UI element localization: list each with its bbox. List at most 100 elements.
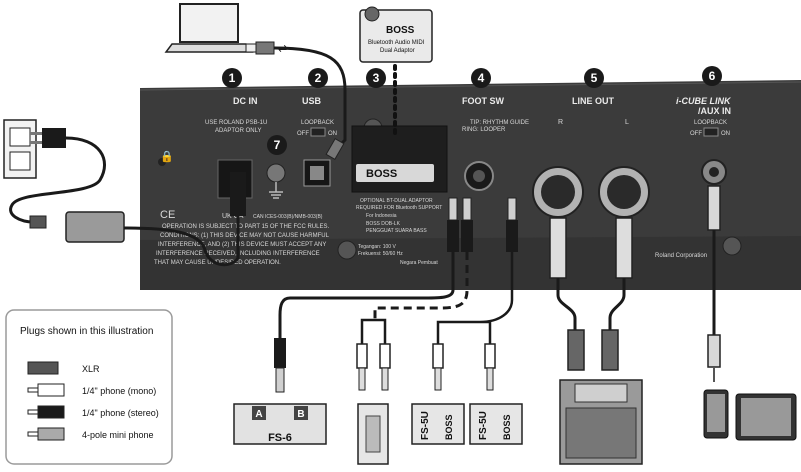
- fs5u-cable: [436, 252, 514, 344]
- bt-adaptor-slot: [351, 125, 448, 193]
- mono-plug-b: [379, 343, 391, 369]
- for-indonesia: For Indonesia: [366, 213, 397, 219]
- line-out-l-xlr-inner: [607, 175, 641, 209]
- svg-text:6: 6: [709, 69, 716, 83]
- dual-fs-dashed-cable: [373, 252, 469, 320]
- tablet-icon: [735, 393, 797, 441]
- fs5u-2-boss: BOSS: [502, 414, 512, 440]
- line-out-label: LINE OUT: [572, 96, 615, 106]
- mono-plug-b-tip: [381, 367, 389, 391]
- fs6-a-label: A: [255, 409, 262, 420]
- svg-text:4: 4: [478, 71, 485, 85]
- fs6-stereo-plug: [274, 338, 286, 368]
- boss-model: BOSS DOB-LK: [366, 221, 401, 227]
- aux-in-jack-inner: [709, 167, 719, 177]
- xlr-plug-icon: [27, 361, 59, 375]
- bt-note-2: REQUIRED FOR Bluetooth SUPPORT: [356, 205, 442, 211]
- dc-in-label: DC IN: [233, 96, 258, 106]
- fs5u-mono-plug-1: [432, 343, 444, 369]
- fcc-line-3: INTERFERENCE, AND (2) THIS DEVICE MUST A…: [158, 242, 326, 248]
- bt-adaptor-line2: Dual Adaptor: [380, 48, 415, 54]
- svg-text:1: 1: [229, 71, 236, 85]
- badge-6: 6: [702, 66, 722, 86]
- aux-on-label: ON: [721, 131, 730, 137]
- fs5u-footswitch-2: FS-5U BOSS: [469, 403, 523, 445]
- mixer-icon: [559, 379, 643, 465]
- mini-phone-plug-device: [707, 334, 721, 368]
- power-cord: [9, 136, 106, 224]
- ac-inlet-plug-icon: [29, 215, 47, 229]
- usb-label: USB: [302, 96, 322, 106]
- xlr-plug-r-mixer: [567, 329, 585, 371]
- frekuensi-text: Frekuensi: 50/60 Hz: [358, 251, 403, 257]
- xlr-plug-l-panel: [615, 217, 633, 279]
- fs5u-footswitch-1: FS-5U BOSS: [411, 403, 465, 445]
- stereo-phone-plug-1: [447, 220, 459, 252]
- boss-panel-logo-plate: [356, 164, 434, 182]
- boss-panel-logo: BOSS: [366, 168, 397, 180]
- usb-b-plug-icon: [325, 138, 345, 160]
- usb-b-port-inner: [310, 166, 324, 180]
- fs5u-1-label: FS-5U: [420, 411, 431, 440]
- bt-adaptor-line1: Bluetooth Audio MIDI: [368, 40, 425, 46]
- legend-label-xlr: XLR: [82, 364, 100, 374]
- badge-4: 4: [471, 68, 491, 88]
- fcc-line-2: CONDITIONS: (1) THIS DEVICE MAY NOT CAUS…: [160, 233, 330, 239]
- fs-plug-1-tip: [448, 197, 458, 221]
- stereo-phone-plug-3: [506, 220, 518, 252]
- aux-in-label: /AUX IN: [698, 106, 731, 116]
- dual-fs-split: [360, 318, 387, 344]
- fs6-b-label: B: [297, 409, 304, 420]
- icube-link-label: i-CUBE LINK: [676, 96, 732, 106]
- fs6-label: FS-6: [268, 432, 292, 444]
- svg-text:3: 3: [373, 71, 380, 85]
- badge-2: 2: [308, 68, 328, 88]
- fs5u-mono-plug-2-tip: [486, 367, 494, 391]
- svg-text:5: 5: [591, 71, 598, 85]
- mono-plug-a: [356, 343, 368, 369]
- lock-icon: 🔒: [160, 150, 174, 163]
- dc-plug-icon: [230, 172, 246, 216]
- line-out-r-cable: [556, 278, 577, 330]
- can-ices-text: CAN ICES-003(B)/NMB-003(B): [253, 214, 323, 220]
- line-out-l-cable: [608, 278, 626, 330]
- foot-sw-label: FOOT SW: [462, 96, 504, 106]
- ce-mark: CE: [160, 209, 175, 221]
- svg-text:7: 7: [274, 138, 281, 152]
- stereo-phone-plug-icon: [27, 409, 39, 415]
- legend-label-mono: 1/4" phone (mono): [82, 386, 156, 396]
- fs6-footswitch: A B FS-6: [233, 403, 327, 445]
- line-out-r-xlr-inner: [541, 175, 575, 209]
- mini-phone-plug-panel: [707, 185, 721, 231]
- stereo-phone-plug-2: [461, 220, 473, 252]
- svg-text:2: 2: [315, 71, 322, 85]
- tegangan-text: Tegangan: 100 V: [358, 244, 396, 250]
- ground-terminal[interactable]: [266, 163, 286, 183]
- legend-item-mono: 1/4" phone (mono): [27, 383, 156, 397]
- fs6-stereo-plug-tip: [275, 367, 285, 393]
- usb-loopback-label: LOOPBACK: [301, 120, 334, 126]
- adaptor-note-1: USE ROLAND PSB-1U: [205, 120, 267, 126]
- usb-loopback-switch[interactable]: [310, 127, 326, 137]
- aux-loopback-switch[interactable]: [703, 127, 719, 137]
- mono-phone-plug-icon: [27, 387, 39, 393]
- badge-5: 5: [584, 68, 604, 88]
- mono-plug-a-tip: [358, 367, 366, 391]
- aux-loopback-label: LOOPBACK: [694, 120, 727, 126]
- fs-plug-2-tip: [462, 197, 472, 221]
- fs5u-2-label: FS-5U: [478, 411, 489, 440]
- tip-label: TIP: RHYTHM GUIDE: [470, 120, 529, 126]
- fcc-line-1: OPERATION IS SUBJECT TO PART 15 OF THE F…: [162, 224, 329, 230]
- laptop-icon: [164, 3, 254, 53]
- aux-off-label: OFF: [690, 131, 702, 137]
- badge-3: 3: [366, 68, 386, 88]
- wall-outlet-icon: [3, 119, 37, 179]
- usb-off-label: OFF: [297, 131, 309, 137]
- badge-7: 7: [267, 135, 287, 155]
- legend-title: Plugs shown in this illustration: [20, 326, 153, 337]
- legend-item-stereo: 1/4" phone (stereo): [27, 405, 159, 419]
- pengguna-text: PENGGUAT SUARA BASS: [366, 228, 427, 234]
- plug-legend: Plugs shown in this illustration XLR 1/4…: [5, 309, 173, 465]
- legend-label-stereo: 1/4" phone (stereo): [82, 408, 159, 418]
- ukca-mark: UK CA: [222, 213, 244, 220]
